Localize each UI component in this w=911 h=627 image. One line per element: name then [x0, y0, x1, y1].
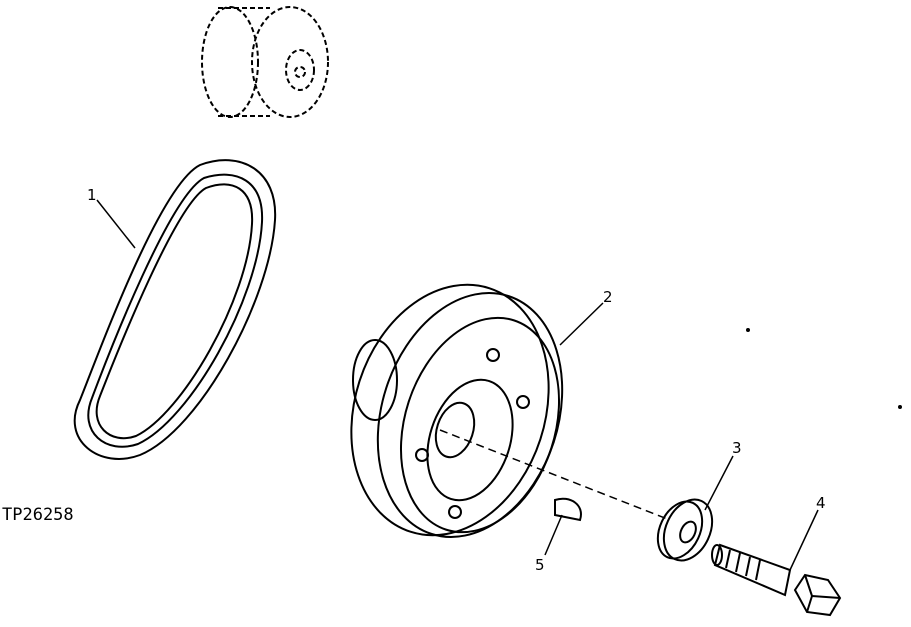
- callout-4: 4: [816, 494, 826, 512]
- axis-line: [439, 429, 671, 521]
- belt: [73, 159, 277, 460]
- callout-5: 5: [535, 556, 545, 574]
- callout-1: 1: [87, 186, 97, 204]
- speck: [746, 328, 750, 332]
- leader-lines: [96, 199, 819, 571]
- washer: [656, 498, 714, 562]
- pulley: [350, 283, 564, 538]
- key: [554, 497, 582, 522]
- callout-3: 3: [732, 439, 742, 457]
- callout-2: 2: [603, 288, 613, 306]
- reference-pulley-dashed: [201, 6, 329, 118]
- bolt: [711, 543, 842, 617]
- figure-reference: TP26258: [2, 505, 74, 525]
- speck: [898, 405, 902, 409]
